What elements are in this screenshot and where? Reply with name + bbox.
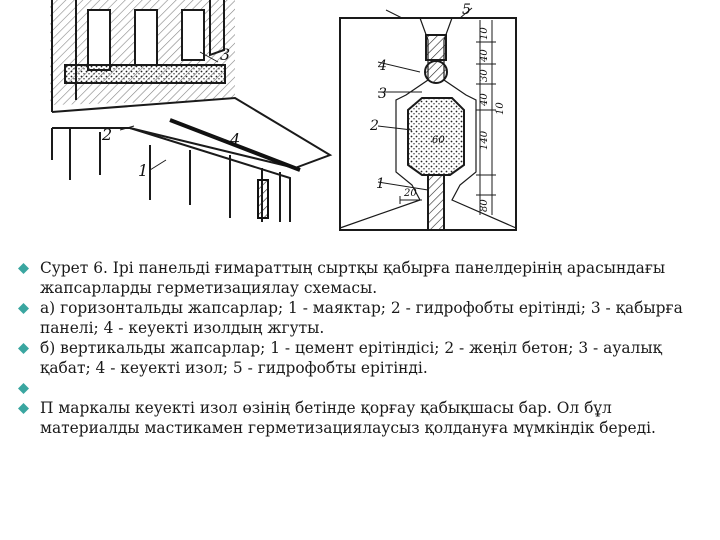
left-callout: 1 [138,161,148,180]
dimension-label: 60 [432,135,445,146]
dimension-label: 30 [479,69,490,82]
dimension-label: 40 [479,93,490,107]
bullet-item: П маркалы кеуекті изол өзінің бетінде қо… [18,398,704,438]
dimension-label: 80 [479,199,490,212]
horizontal-joint-drawing [50,0,333,222]
caption-bullet-list: Сурет 6. Ірі панельді ғимараттың сыртқы … [18,258,704,438]
bullet-text: Сурет 6. Ірі панельді ғимараттың сыртқы … [40,259,666,297]
right-callout: 1 [376,176,385,192]
bullet-item: б) вертикальды жапсарлар; 1 - цемент ері… [18,338,704,378]
left-callout: 3 [220,45,230,64]
dimension-label: 20 [403,188,417,199]
left-callout: 2 [101,125,112,144]
dimension-label: 140 [479,130,490,150]
dimension-label: 10 [495,102,506,115]
right-callout: 2 [369,118,379,134]
right-callout: 3 [378,86,387,102]
vertical-joint-drawing [339,7,517,231]
bullet-item-empty [18,378,704,398]
diamond-bullet-icon [18,383,29,394]
bullet-text: б) вертикальды жапсарлар; 1 - цемент ері… [40,339,662,377]
diamond-bullet-icon [18,403,29,414]
bullet-item: а) горизонтальды жапсарлар; 1 - маяктар;… [18,298,704,338]
dimension-label: 40 [479,49,490,63]
bullet-item: Сурет 6. Ірі панельді ғимараттың сыртқы … [18,258,704,298]
right-callout: 5 [462,2,471,18]
diamond-bullet-icon [18,303,29,314]
bullet-text: П маркалы кеуекті изол өзінің бетінде қо… [40,399,656,437]
diamond-bullet-icon [18,343,29,354]
bullet-text: а) горизонтальды жапсарлар; 1 - маяктар;… [40,299,683,337]
right-callout: 4 [377,58,387,74]
sealing-joints-figure: 3 2 4 1 5 4 3 2 1 10 40 30 40 10 140 60 … [50,0,517,231]
diamond-bullet-icon [18,263,29,274]
left-callout: 4 [229,130,240,149]
dimension-label: 10 [479,27,490,40]
